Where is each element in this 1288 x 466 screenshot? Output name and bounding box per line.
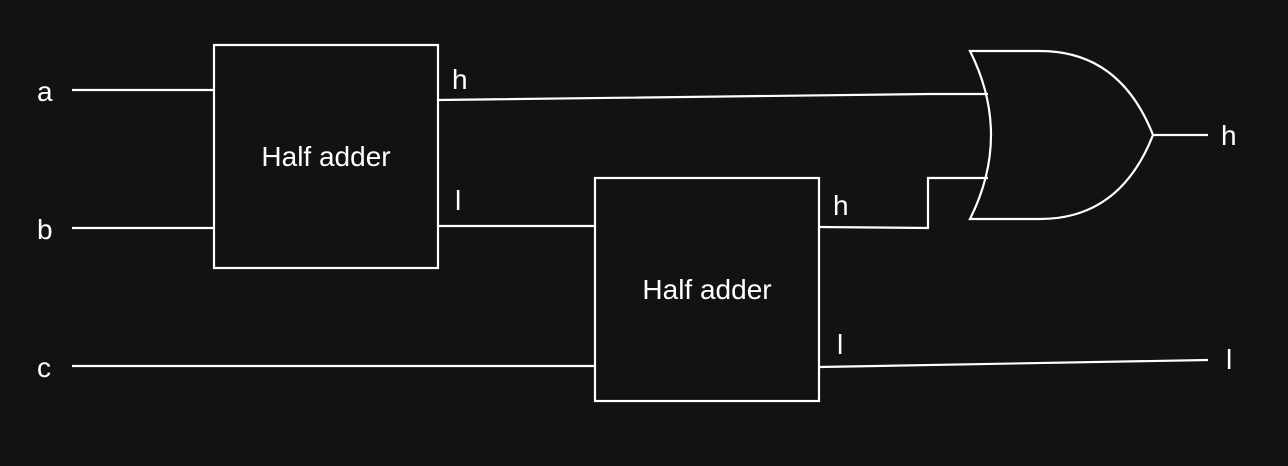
input-label-c: c — [37, 352, 51, 383]
half-adder-2-out-high-label: h — [833, 190, 849, 221]
half-adder-1-out-low-label: l — [455, 185, 461, 216]
half-adder-2-title: Half adder — [642, 274, 771, 305]
output-label-low: l — [1226, 344, 1232, 375]
input-label-b: b — [37, 214, 53, 245]
wire-ha2-low-to-output — [818, 358, 1209, 369]
half-adder-1-box — [212, 43, 440, 270]
half-adder-1-title: Half adder — [261, 141, 390, 172]
wire-ha1-high-to-or — [437, 92, 988, 102]
half-adder-2-out-low-label: l — [837, 329, 843, 360]
half-adder-2-box — [593, 176, 821, 403]
input-label-a: a — [37, 76, 53, 107]
or-gate — [968, 49, 1155, 221]
wire-ha2-high-to-or — [818, 176, 988, 230]
half-adder-1-out-high-label: h — [452, 64, 468, 95]
output-label-high: h — [1221, 120, 1237, 151]
